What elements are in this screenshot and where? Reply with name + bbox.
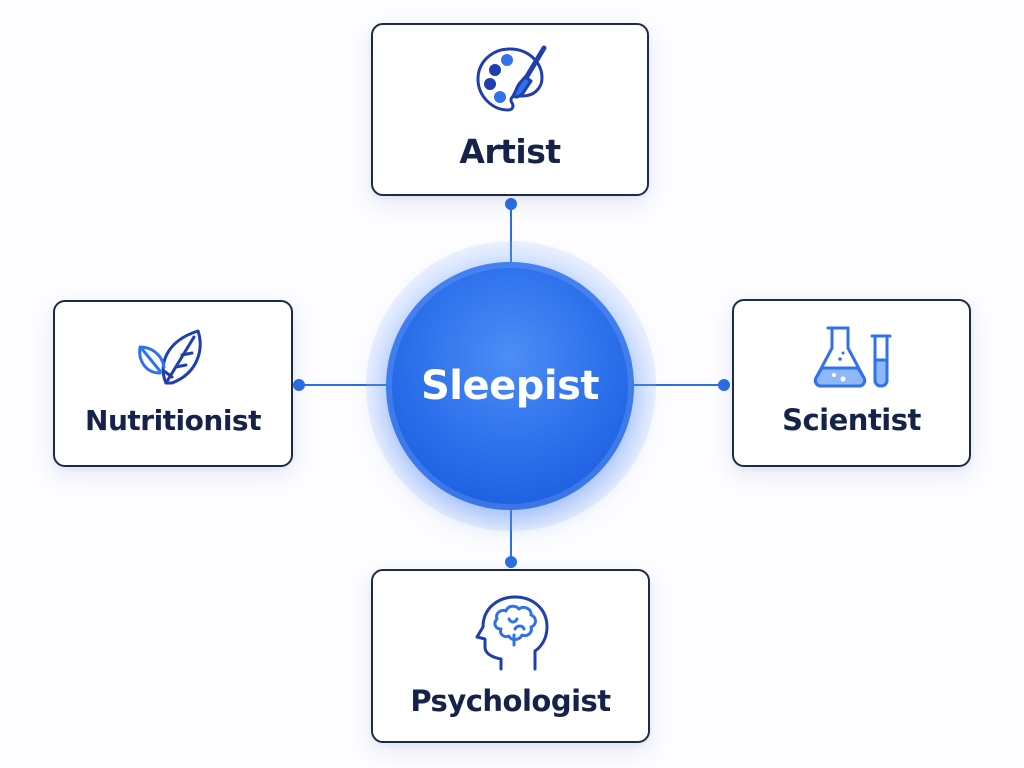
psychologist-label: Psychologist [410, 683, 611, 718]
head-brain-icon [475, 595, 548, 670]
center-node[interactable]: Sleepist [386, 262, 634, 510]
leaf-icon [138, 329, 202, 384]
scientist-label: Scientist [782, 402, 921, 437]
nutritionist-label: Nutritionist [85, 403, 261, 437]
nutritionist-card[interactable]: Nutritionist [53, 300, 293, 467]
scientist-card[interactable]: Scientist [732, 299, 971, 467]
lab-flask-icon [813, 326, 891, 387]
center-label: Sleepist [420, 363, 600, 409]
psychologist-card[interactable]: Psychologist [371, 569, 650, 743]
artist-label: Artist [459, 132, 561, 171]
paint-palette-icon [476, 45, 547, 112]
connector-dot-right [718, 379, 730, 391]
connector-dot-left [293, 379, 305, 391]
connector-dot-top [505, 198, 517, 210]
connector-dot-bottom [505, 556, 517, 568]
artist-card[interactable]: Artist [371, 23, 649, 196]
